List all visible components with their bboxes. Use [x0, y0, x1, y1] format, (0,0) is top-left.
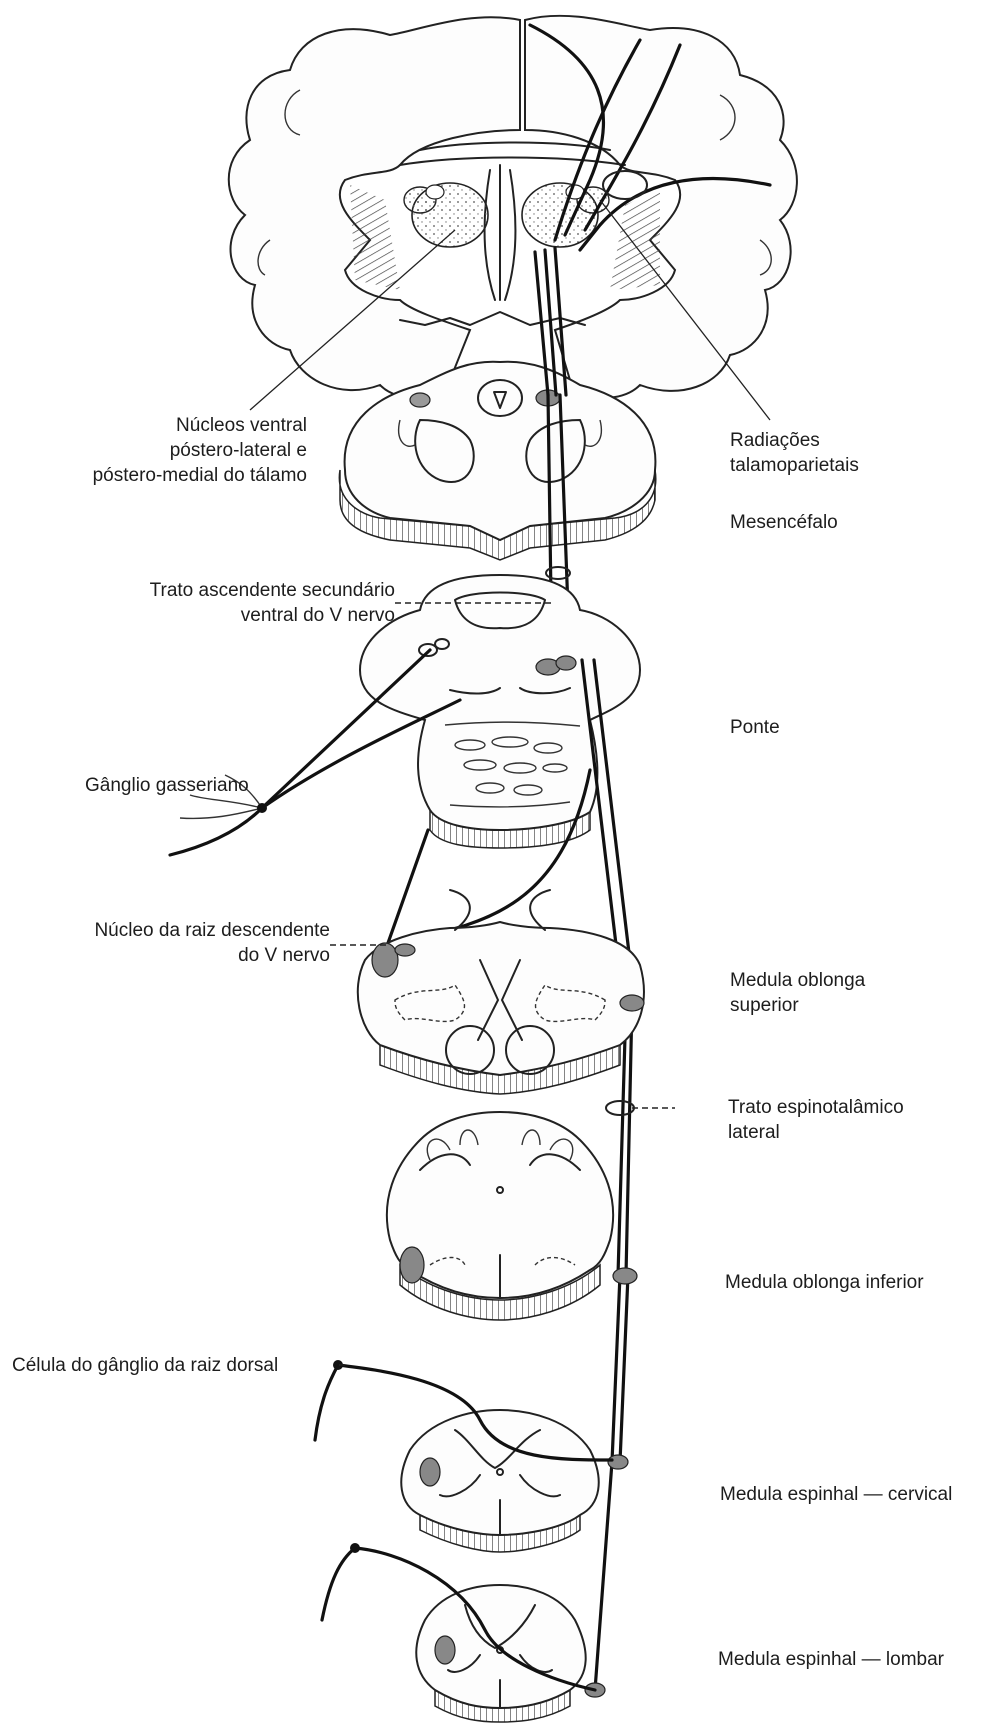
upper-medulla-section — [358, 890, 644, 1094]
lower-medulla-section — [387, 1112, 637, 1320]
label-cervical-cord: Medula espinhal — cervical — [720, 1482, 952, 1507]
label-midbrain: Mesencéfalo — [730, 510, 838, 535]
label-gasserian-ganglion: Gânglio gasseriano — [85, 773, 249, 798]
label-upper-medulla: Medula oblonga superior — [730, 968, 865, 1018]
internal-capsule-left — [350, 185, 400, 290]
label-lumbar-cord: Medula espinhal — lombar — [718, 1647, 944, 1672]
label-descending-root-nucleus: Núcleo da raiz descendente do V nervo — [35, 918, 330, 968]
descending-root-tract — [388, 830, 428, 943]
internal-capsule-right — [610, 190, 660, 290]
drg-cell-dot-lumbar — [350, 1543, 360, 1553]
label-lower-medulla: Medula oblonga inferior — [725, 1270, 924, 1295]
label-spinothalamic: Trato espinotalâmico lateral — [728, 1095, 904, 1145]
label-pons: Ponte — [730, 715, 780, 740]
label-drg-cell: Célula do gânglio da raiz dorsal — [12, 1353, 278, 1378]
cervical-cord-section — [401, 1410, 628, 1552]
label-thalamoparietal: Radiações talamoparietais — [730, 428, 859, 478]
label-trigeminal-tract: Trato ascendente secundário ventral do V… — [95, 578, 395, 628]
corpus-callosum — [420, 143, 610, 151]
label-thalamus-nuclei: Núcleos ventral póstero-lateral e póster… — [55, 413, 307, 488]
third-ventricle — [485, 165, 516, 300]
lumbar-cord-section — [416, 1585, 605, 1722]
cerebrum-section — [229, 16, 797, 398]
descending-root-nucleus-dot — [395, 944, 415, 956]
